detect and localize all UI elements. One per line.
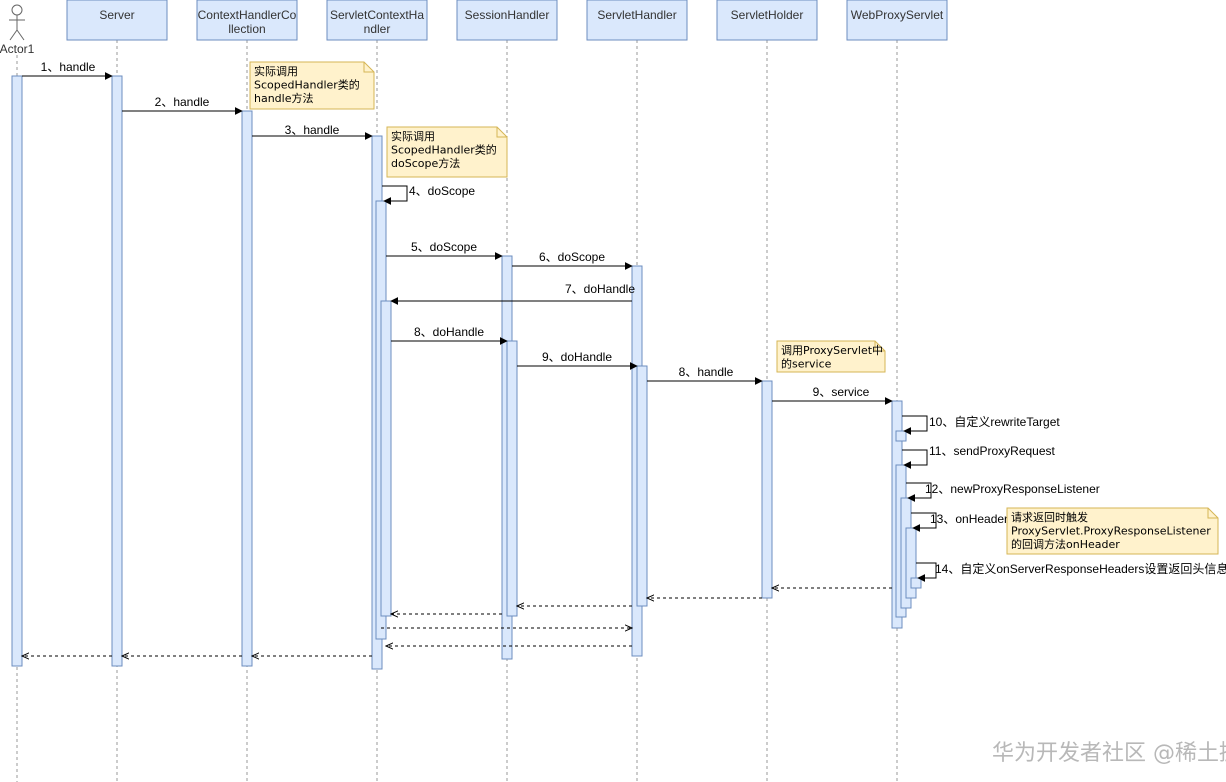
activation-proxy bbox=[910, 577, 922, 589]
message-m8a: 8、doHandle bbox=[391, 325, 508, 345]
participant-label: ContextHandlerCo bbox=[198, 8, 297, 22]
message-label: 7、doHandle bbox=[565, 282, 635, 296]
message-m8b: 8、handle bbox=[647, 365, 763, 385]
note-text: ProxyServlet.ProxyResponseListener bbox=[1011, 525, 1211, 538]
actor-figure: Actor1 bbox=[0, 4, 35, 56]
message-m10: 10、自定义rewriteTarget bbox=[902, 414, 1060, 435]
message-label: 12、newProxyResponseListener bbox=[925, 482, 1100, 496]
message-label: 4、doScope bbox=[409, 184, 475, 198]
activation-actor1 bbox=[11, 75, 23, 667]
activation-chc bbox=[241, 110, 253, 667]
message-m14: 14、自定义onServerResponseHeaders设置返回头信息 bbox=[916, 561, 1226, 582]
participant-holder: ServletHolder bbox=[716, 0, 818, 41]
activation-proxy bbox=[895, 430, 907, 442]
message-label: 6、doScope bbox=[539, 250, 605, 264]
note-text: doScope方法 bbox=[391, 156, 460, 170]
activation-server bbox=[111, 75, 123, 667]
participant-servlethandler: ServletHandler bbox=[586, 0, 688, 41]
note-text: handle方法 bbox=[254, 91, 314, 105]
note-text: 实际调用 bbox=[391, 129, 435, 143]
participant-label: ServletHolder bbox=[731, 8, 804, 22]
message-m7: 7、doHandle bbox=[390, 282, 635, 305]
note-text: 实际调用 bbox=[254, 64, 298, 78]
message-label: 5、doScope bbox=[411, 240, 477, 254]
message-label: 11、sendProxyRequest bbox=[929, 444, 1056, 458]
participant-label: WebProxyServlet bbox=[851, 8, 944, 22]
message-label: 10、自定义rewriteTarget bbox=[929, 414, 1060, 429]
message-m1: 1、handle bbox=[22, 60, 113, 80]
message-label: 9、doHandle bbox=[542, 350, 612, 364]
note-note4: 请求返回时触发ProxyServlet.ProxyResponseListene… bbox=[1006, 507, 1219, 555]
note-text: 请求返回时触发 bbox=[1011, 510, 1088, 524]
message-m11: 11、sendProxyRequest bbox=[902, 444, 1056, 469]
message-m13: 13、onHeader bbox=[911, 512, 1008, 532]
note-text: ScopedHandler类的 bbox=[254, 78, 360, 92]
participant-label: llection bbox=[228, 22, 265, 36]
message-label: 1、handle bbox=[41, 60, 96, 74]
message-m4: 4、doScope bbox=[382, 184, 475, 205]
actor-label: Actor1 bbox=[0, 42, 35, 56]
note-text: ScopedHandler类的 bbox=[391, 143, 497, 157]
participant-server: Server bbox=[66, 0, 168, 41]
participant-label: Server bbox=[99, 8, 134, 22]
message-m9a: 9、doHandle bbox=[517, 350, 638, 370]
participant-proxy: WebProxyServlet bbox=[846, 0, 948, 41]
message-m9b: 9、service bbox=[772, 385, 893, 405]
message-label: 9、service bbox=[813, 385, 870, 399]
message-label: 8、doHandle bbox=[414, 325, 484, 339]
participant-label: ndler bbox=[364, 22, 391, 36]
message-label: 3、handle bbox=[285, 123, 340, 137]
note-text: 的回调方法onHeader bbox=[1011, 537, 1120, 551]
message-m3: 3、handle bbox=[252, 123, 373, 140]
message-label: 8、handle bbox=[679, 365, 734, 379]
participant-label: ServletContextHa bbox=[330, 8, 424, 22]
message-m12: 12、newProxyResponseListener bbox=[906, 482, 1100, 502]
message-m5: 5、doScope bbox=[386, 240, 503, 260]
message-label: 2、handle bbox=[155, 95, 210, 109]
message-m6: 6、doScope bbox=[512, 250, 633, 270]
participant-label: SessionHandler bbox=[465, 8, 550, 22]
participant-session: SessionHandler bbox=[456, 0, 558, 41]
activation-sch bbox=[380, 300, 392, 617]
activation-holder bbox=[761, 380, 773, 599]
activation-servlethandler bbox=[636, 365, 648, 607]
note-text: 调用ProxyServlet中 bbox=[781, 344, 883, 357]
message-m2: 2、handle bbox=[122, 95, 243, 115]
message-label: 13、onHeader bbox=[930, 512, 1008, 526]
watermark-text: 华为开发者社区 @稀土掘金技术社区 bbox=[992, 741, 1226, 766]
activation-session bbox=[506, 340, 518, 617]
participant-label: ServletHandler bbox=[597, 8, 676, 22]
message-label: 14、自定义onServerResponseHeaders设置返回头信息 bbox=[935, 561, 1226, 576]
note-text: 的service bbox=[781, 357, 832, 371]
